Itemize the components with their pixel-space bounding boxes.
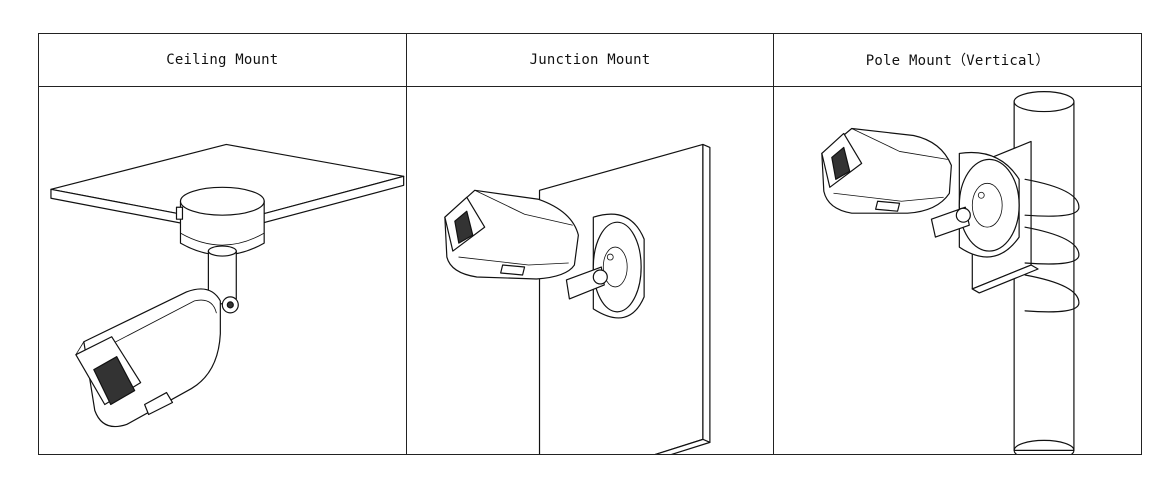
ceiling-mount-illustration [50,143,405,428]
header-row: Ceiling Mount Junction Mount Pole Mount（… [38,33,1142,87]
illustration-row [38,86,1142,455]
cell-ceiling-mount [38,86,407,455]
cell-junction-mount [405,86,775,455]
pole-mount-illustration [821,91,1080,454]
header-ceiling-mount: Ceiling Mount [38,33,407,87]
mount-options-table: Ceiling Mount Junction Mount Pole Mount（… [38,33,1142,455]
header-junction-mount: Junction Mount [405,33,775,87]
junction-mount-illustration [443,143,711,454]
header-pole-mount: Pole Mount（Vertical） [773,33,1142,87]
cell-pole-mount [773,86,1142,455]
